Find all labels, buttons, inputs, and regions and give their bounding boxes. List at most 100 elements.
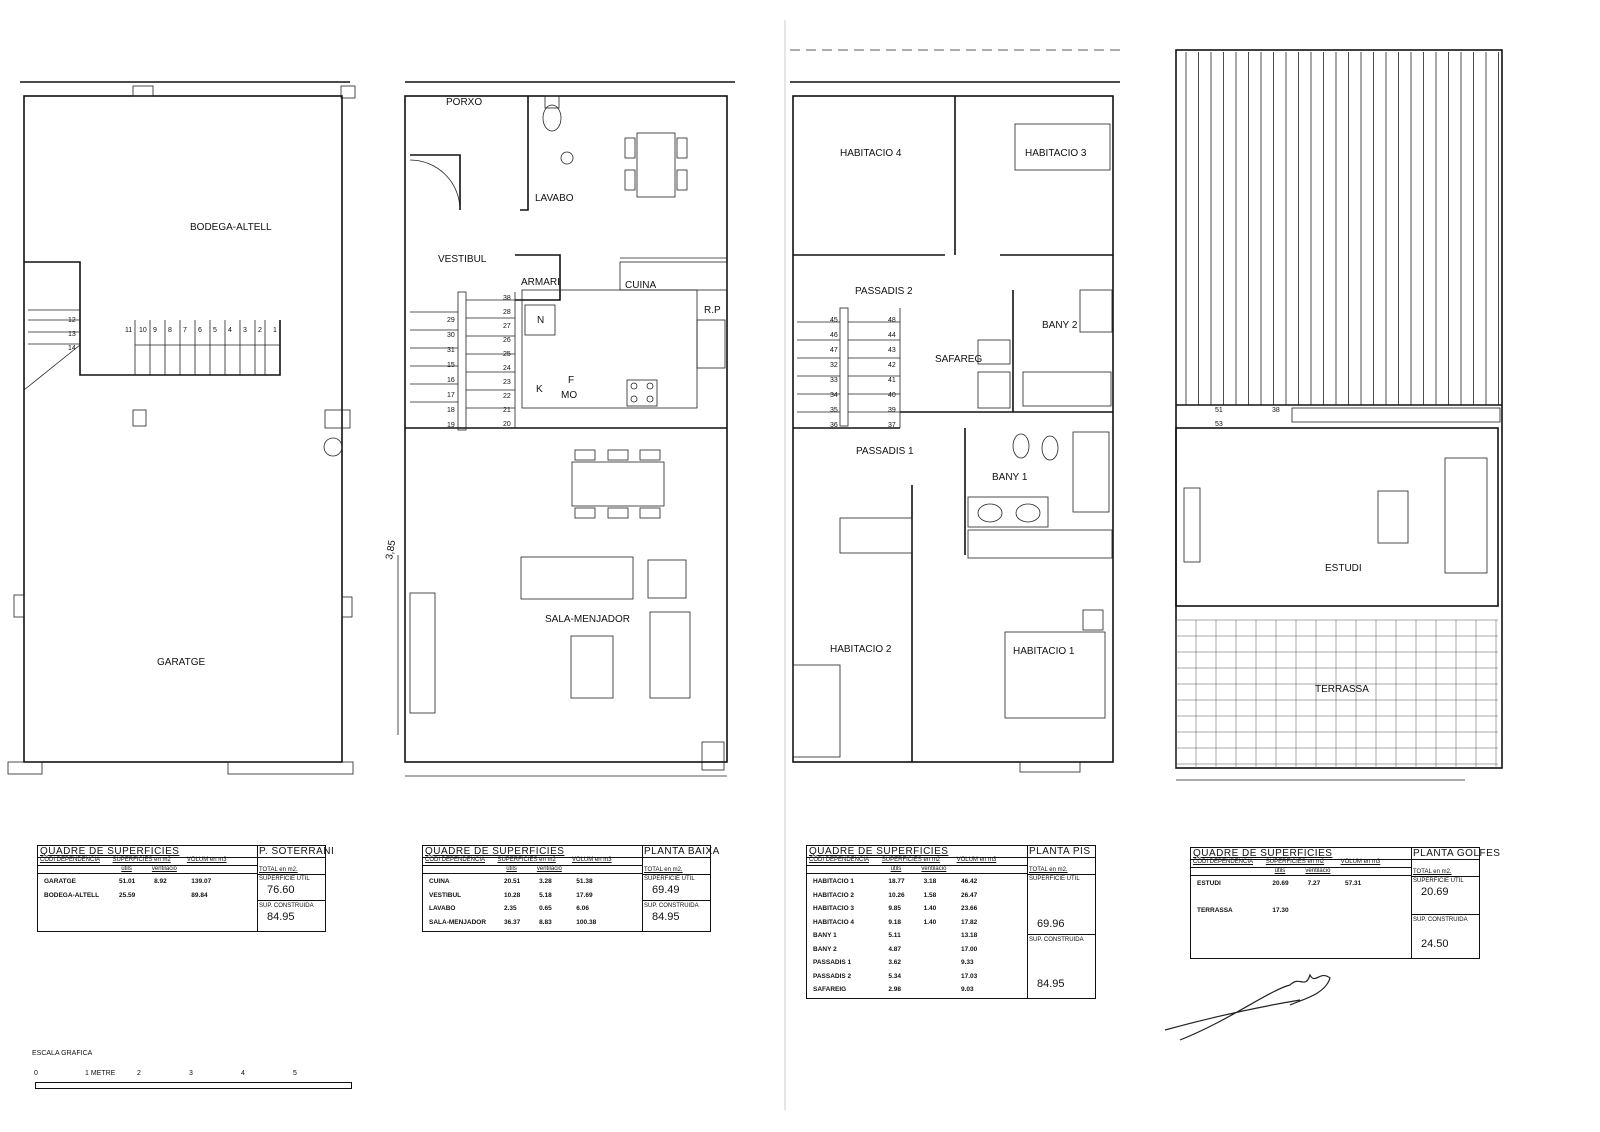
room-label: HABITACIO 4 <box>840 148 902 159</box>
stair-step-number: 13 <box>68 331 76 338</box>
built-surface-label: SUP. CONSTRUIDA <box>1029 937 1084 943</box>
useful-area: 9.85 <box>888 905 902 912</box>
useful-area: 36.37 <box>504 918 521 926</box>
volume: 17.82 <box>961 918 978 926</box>
room-label: GARATGE <box>157 657 205 668</box>
useful-area: 20.69 <box>1272 880 1289 887</box>
ventilation-area: 1.40 <box>923 905 937 912</box>
built-surface-value: 84.95 <box>1037 978 1065 990</box>
table-title: QUADRE DE SUPERFICIES <box>40 846 180 857</box>
stair-step-number: 24 <box>503 365 511 372</box>
col-header: SUPERFICIES en m2 <box>497 857 556 863</box>
ventilation-area: 1.40 <box>923 918 937 926</box>
stair-step-number: 39 <box>888 407 896 414</box>
room-label: F <box>568 375 574 386</box>
table-row: PASSADIS 2 5.34 17.03 <box>807 973 1027 986</box>
useful-area: 5.11 <box>888 932 901 939</box>
stair-step-number: 53 <box>1215 421 1223 428</box>
useful-surface-label: SUPERFICIE UTIL <box>1413 878 1464 884</box>
built-surface-label: SUP. CONSTRUIDA <box>259 903 314 909</box>
stair-step-number: 46 <box>830 332 838 339</box>
stair-step-number: 1 <box>273 327 277 334</box>
room-name: BANY 2 <box>813 945 837 953</box>
room-name: HABITACIO 3 <box>813 905 855 912</box>
volume: 89.84 <box>191 891 208 899</box>
stair-step-number: 33 <box>830 377 838 384</box>
useful-surface-label: SUPERFICIE UTIL <box>1029 876 1080 882</box>
col-header: SUPERFICIES en m2 <box>1265 859 1325 865</box>
col-header: CODI DEPENDENCIA <box>40 857 101 863</box>
stair-step-number: 20 <box>503 421 511 428</box>
table-row: ESTUDI 20.69 7.27 57.31 <box>1191 880 1411 893</box>
stair-step-number: 4 <box>228 327 232 334</box>
useful-surface-value: 76.60 <box>267 884 295 896</box>
stair-step-number: 31 <box>447 347 455 354</box>
volume: 26.47 <box>961 891 978 899</box>
scale-tick: 1 METRE <box>85 1070 116 1077</box>
col-subheader: útils <box>1274 868 1286 874</box>
built-surface-label: SUP. CONSTRUIDA <box>644 903 699 909</box>
useful-surface-value: 69.96 <box>1037 918 1065 930</box>
room-name: ESTUDI <box>1197 880 1221 887</box>
room-label: SALA-MENJADOR <box>545 614 630 625</box>
stair-step-number: 42 <box>888 362 896 369</box>
room-name: TERRASSA <box>1197 907 1233 914</box>
stair-pis <box>797 308 901 428</box>
stair-step-number: 36 <box>830 422 838 429</box>
useful-area: 9.18 <box>888 918 902 926</box>
stair-step-number: 11 <box>125 327 132 334</box>
stair-step-number: 29 <box>447 317 455 324</box>
signature <box>1164 973 1331 1041</box>
col-header: VOLUM en m3 <box>186 857 227 863</box>
volume: 57.31 <box>1345 880 1362 887</box>
useful-surface-value: 69.49 <box>652 884 680 896</box>
useful-area: 25.59 <box>119 891 136 899</box>
stair-step-number: 17 <box>447 392 455 399</box>
ventilation-area: 7.27 <box>1307 880 1321 887</box>
volume: 139.07 <box>191 878 212 885</box>
plant-name: PLANTA BAIXA <box>644 846 720 857</box>
useful-area: 3.62 <box>888 959 902 966</box>
room-name: HABITACIO 2 <box>813 891 855 899</box>
col-header: CODI DEPENDENCIA <box>809 857 870 863</box>
col-subheader: ventilació <box>151 866 177 872</box>
col-header: CODI DEPENDENCIA <box>425 857 486 863</box>
stair-step-number: 22 <box>503 393 511 400</box>
stair-step-number: 26 <box>503 337 511 344</box>
stair-soterrani <box>28 309 280 375</box>
volume: 13.18 <box>961 932 978 939</box>
room-label: PASSADIS 1 <box>856 446 914 457</box>
stair-step-number: 3 <box>243 327 247 334</box>
surface-table: QUADRE DE SUPERFICIES CODI DEPENDENCIA S… <box>37 845 334 932</box>
table-row: SAFAREIG 2.98 9.03 <box>807 986 1027 999</box>
table-title: QUADRE DE SUPERFICIES <box>425 846 565 857</box>
volume: 17.03 <box>961 972 978 980</box>
col-subheader: útils <box>506 866 517 872</box>
room-name: SAFAREIG <box>813 986 847 993</box>
room-label: PASSADIS 2 <box>855 286 913 297</box>
stair-step-number: 16 <box>447 377 455 384</box>
table-row <box>1191 894 1411 907</box>
built-surface-value: 84.95 <box>267 911 295 923</box>
table-row: HABITACIO 1 18.77 3.18 46.42 <box>807 878 1027 891</box>
volume: 6.06 <box>576 905 589 912</box>
plan-planta-baixa: 3,85 PORXO LAVABO VESTIBUL ARMARI CUINA … <box>384 81 735 777</box>
useful-area: 10.28 <box>504 891 521 899</box>
useful-area: 2.98 <box>888 986 902 993</box>
stair-step-number: 40 <box>888 392 896 399</box>
volume: 9.03 <box>961 986 974 993</box>
stair-step-number: 28 <box>503 309 511 316</box>
volume: 17.69 <box>576 891 593 899</box>
room-label: CUINA <box>625 280 656 291</box>
stair-step-number: 38 <box>1272 407 1280 414</box>
room-label: K <box>536 384 543 395</box>
col-subheader: ventilació <box>536 866 562 872</box>
stair-step-number: 41 <box>888 377 896 384</box>
volume: 51.38 <box>576 878 593 885</box>
room-name: CUINA <box>429 878 450 885</box>
room-label: TERRASSA <box>1315 684 1369 695</box>
stair-step-number: 14 <box>68 345 76 352</box>
plan-planta-pis: HABITACIO 4 HABITACIO 3 PASSADIS 2 BANY … <box>790 49 1120 773</box>
